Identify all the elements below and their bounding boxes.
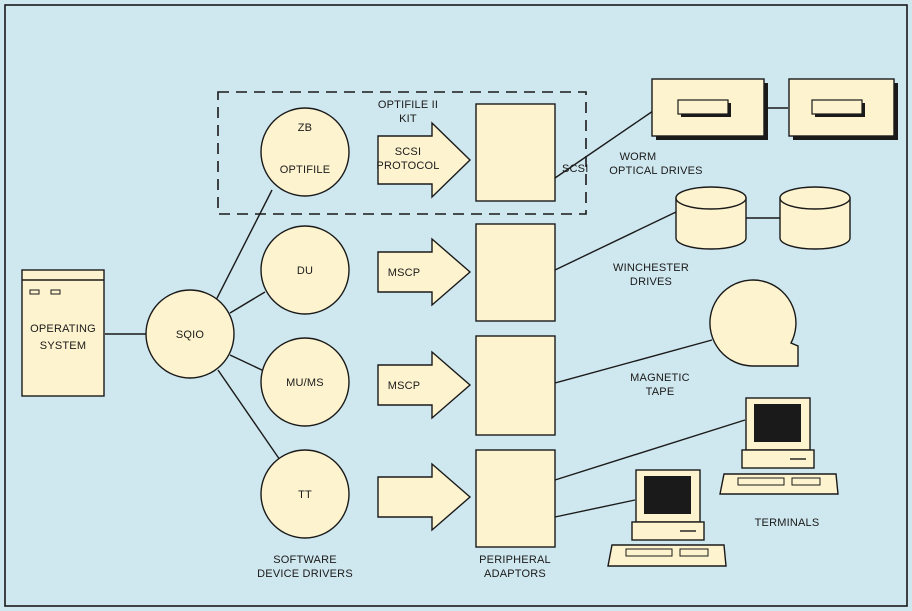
diagram-frame (4, 4, 908, 607)
worm-label-line1: WORM (620, 151, 657, 163)
mscp-du-arrow: MSCP (377, 237, 472, 307)
winchester-1-body (675, 197, 747, 250)
driver-tt: TT (260, 449, 350, 539)
terminals-label: TERMINALS (755, 517, 820, 529)
sqio-label: SQIO (176, 329, 205, 341)
terminal-1-numpad (791, 477, 821, 486)
drivers-caption-line2: DEVICE DRIVERS (257, 568, 353, 580)
worm-label-line2: OPTICAL DRIVES (609, 165, 702, 177)
scsi-arrow-shape (377, 121, 472, 199)
kit-label-line2: KIT (399, 113, 417, 125)
mu-ms-circle (260, 337, 350, 427)
os-drive-slot-2 (50, 289, 61, 295)
terminal-2 (607, 469, 727, 567)
sqio-node: SQIO (145, 289, 235, 379)
os-label-line1: OPERATING (30, 323, 96, 335)
winchester-2-top (779, 186, 851, 210)
os-cabinet (21, 269, 105, 397)
terminal-1-keys (737, 477, 785, 486)
terminal-2-base (631, 521, 705, 541)
tt-arrow (377, 462, 472, 532)
sqio-circle (145, 289, 235, 379)
tt-circle (260, 449, 350, 539)
adaptors-caption-line1: PERIPHERAL (479, 554, 551, 566)
terminal-2-screen (644, 476, 691, 514)
mu-ms-label: MU/MS (286, 377, 324, 389)
optifile-label: OPTIFILE (280, 164, 331, 176)
os-drive-slot-1 (29, 289, 40, 295)
driver-zb-optifile: ZB OPTIFILE (260, 107, 350, 197)
winchester-2-body (779, 197, 851, 250)
kit-label-line1: OPTIFILE II (378, 99, 438, 111)
mscp-du-label: MSCP (388, 267, 421, 279)
driver-mu-ms: MU/MS (260, 337, 350, 427)
magnetic-tape-reel (709, 279, 799, 367)
adaptor-du (475, 223, 556, 322)
terminal-1-screen (754, 404, 801, 442)
tt-arrow-shape (377, 462, 472, 532)
driver-du: DU (260, 225, 350, 315)
worm-drive-1-slot (677, 99, 729, 115)
adaptor-to-tape-line (554, 339, 713, 384)
terminal-1-base (741, 449, 815, 469)
tape-label-line1: MAGNETIC (630, 372, 690, 384)
adaptor-mu-ms (475, 335, 556, 436)
worm-drive-2-slot (811, 99, 863, 115)
adaptor-to-terminal2-line (554, 499, 636, 518)
adaptors-caption-line2: ADAPTORS (484, 568, 546, 580)
drivers-caption-line1: SOFTWARE (273, 554, 337, 566)
scsi-protocol-arrow: SCSI PROTOCOL (376, 121, 472, 199)
winchester-label-line2: DRIVES (630, 276, 672, 288)
winchester-drives (675, 186, 851, 250)
scsi-to-worm-line (554, 110, 654, 179)
scsi-bus-label: SCSI (562, 163, 588, 175)
terminal-2-keys (625, 548, 673, 557)
tape-label-line2: TAPE (646, 386, 675, 398)
os-label-line2: SYSTEM (40, 340, 86, 352)
tt-label: TT (298, 489, 312, 501)
sqio-to-du-line (229, 291, 266, 314)
mscp-mu-arrow: MSCP (377, 350, 472, 420)
terminal-1-keyboard (719, 473, 839, 495)
du-circle (260, 225, 350, 315)
zb-label: ZB (298, 122, 312, 134)
sqio-to-mums-line (229, 354, 265, 372)
zb-optifile-circle (260, 107, 350, 197)
adaptor-scsi (475, 103, 556, 202)
winchester-label-line1: WINCHESTER (613, 262, 689, 274)
mscp-mu-arrow-shape (377, 350, 472, 420)
terminal-1 (719, 397, 839, 495)
scsi-protocol-line1: SCSI (395, 146, 421, 158)
operating-system-box: OPERATING SYSTEM (21, 269, 105, 397)
magnetic-tape (709, 279, 799, 367)
optifile-kit-boundary (217, 91, 587, 215)
terminal-2-numpad (679, 548, 709, 557)
mscp-mu-label: MSCP (388, 380, 421, 392)
adaptor-tt (475, 449, 556, 548)
adaptor-to-terminal1-line (554, 419, 746, 481)
connector-lines (105, 107, 788, 518)
worm-drives (651, 78, 898, 140)
du-label: DU (297, 265, 313, 277)
sqio-to-tt-line (217, 369, 281, 461)
scsi-protocol-line2: PROTOCOL (376, 160, 439, 172)
peripheral-adaptors (475, 103, 556, 548)
adaptor-to-winchester-line (554, 211, 677, 271)
mscp-du-arrow-shape (377, 237, 472, 307)
winchester-1-top (675, 186, 747, 210)
sqio-to-zb-line (211, 189, 273, 309)
